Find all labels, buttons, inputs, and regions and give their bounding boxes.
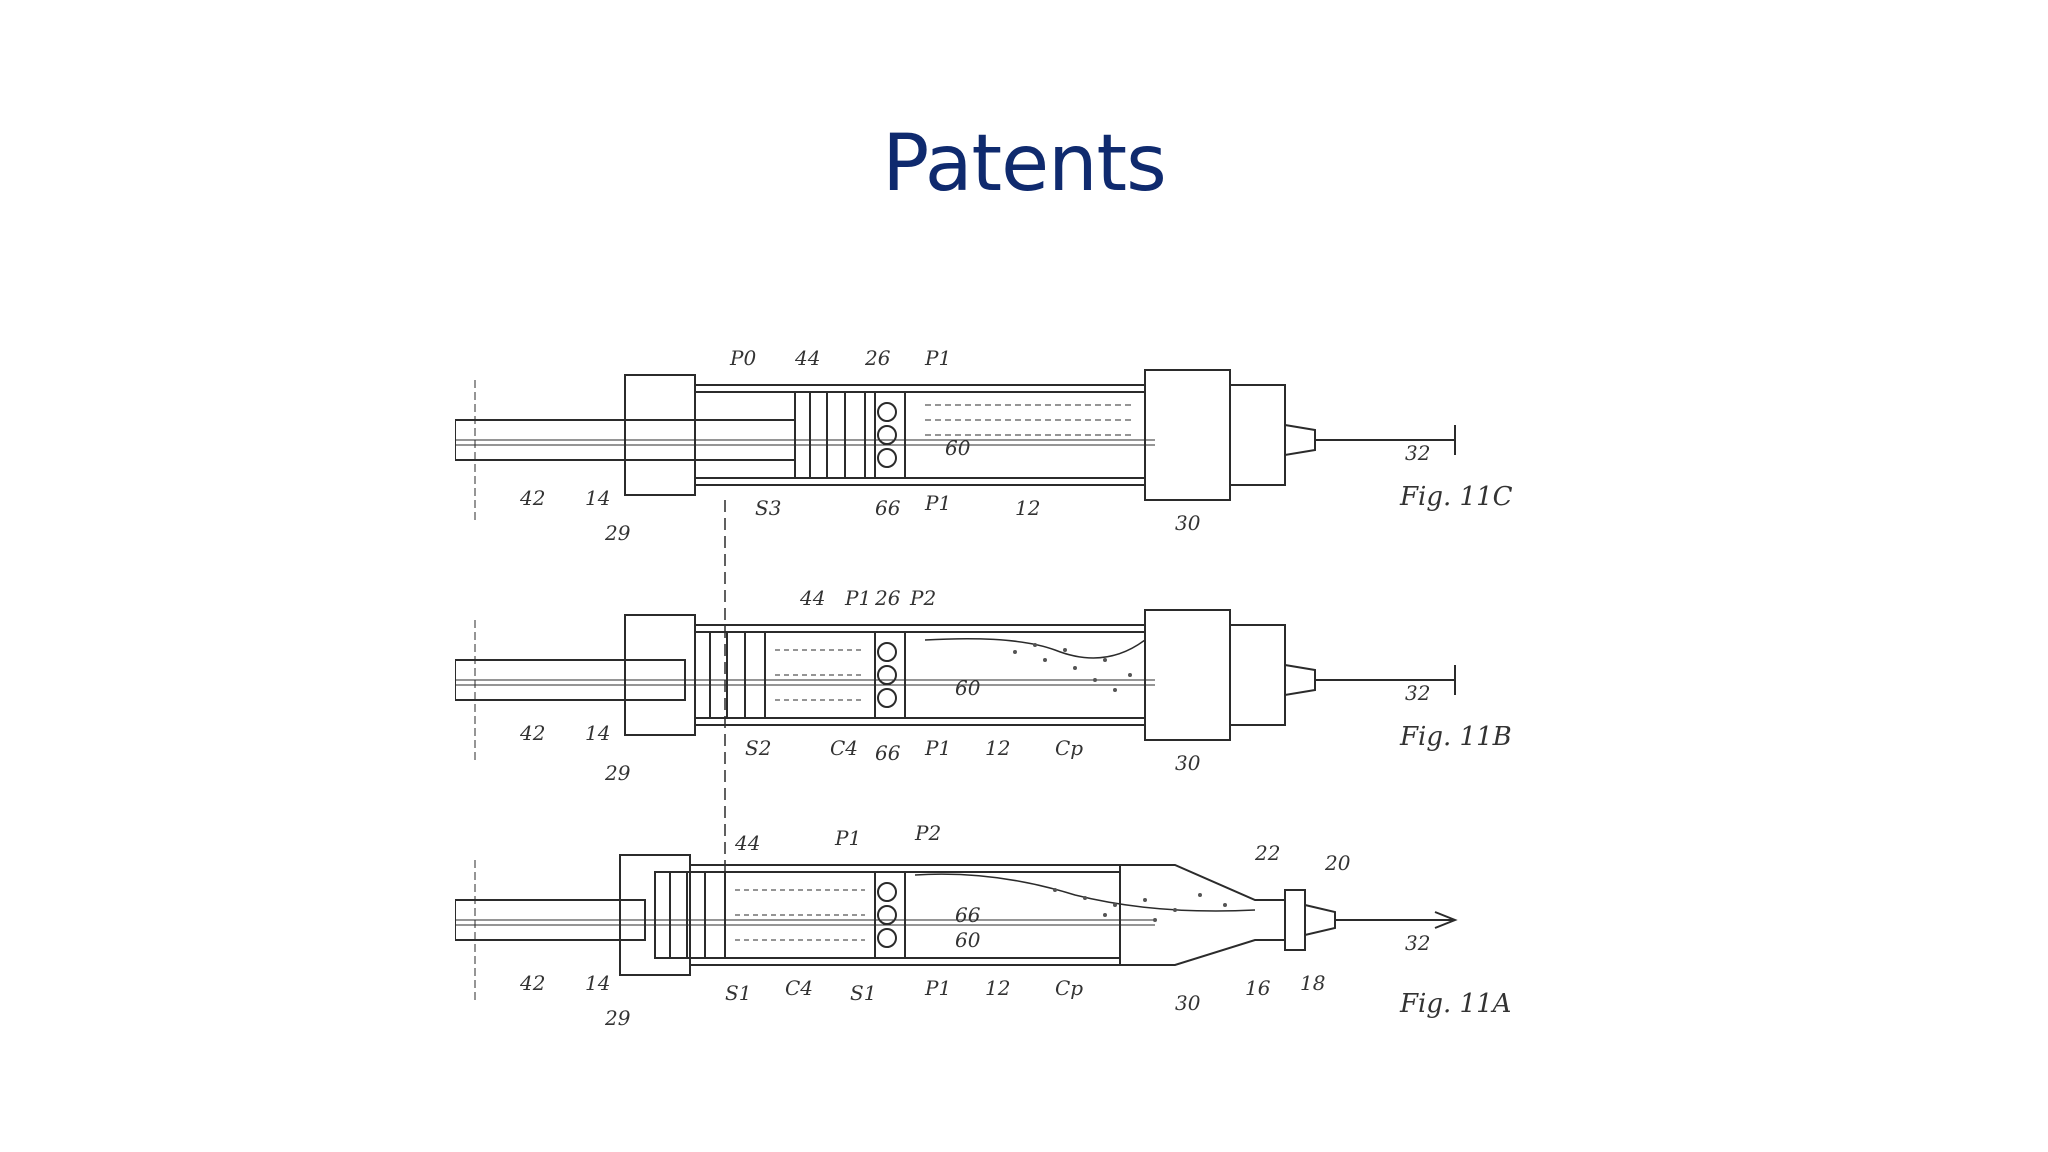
svg-text:Cp: Cp <box>1055 976 1083 1000</box>
drawing-fig-11b <box>455 609 1456 760</box>
svg-text:66: 66 <box>875 741 901 765</box>
svg-text:Cp: Cp <box>1055 736 1083 760</box>
svg-text:29: 29 <box>604 1006 631 1030</box>
svg-text:30: 30 <box>1175 991 1201 1015</box>
svg-text:44: 44 <box>794 346 820 370</box>
svg-text:60: 60 <box>945 436 971 460</box>
svg-text:26: 26 <box>874 586 901 610</box>
svg-text:C4: C4 <box>785 976 813 1000</box>
svg-text:32: 32 <box>1405 931 1430 955</box>
svg-text:32: 32 <box>1405 441 1430 465</box>
svg-text:44: 44 <box>734 831 760 855</box>
svg-text:S1: S1 <box>850 981 876 1005</box>
svg-text:P1: P1 <box>844 586 871 610</box>
svg-text:20: 20 <box>1324 851 1351 875</box>
svg-text:C4: C4 <box>830 736 858 760</box>
svg-text:S1: S1 <box>725 981 751 1005</box>
svg-text:P0: P0 <box>729 346 756 370</box>
svg-text:32: 32 <box>1405 681 1430 705</box>
svg-text:18: 18 <box>1300 971 1325 995</box>
svg-text:S2: S2 <box>745 736 771 760</box>
svg-text:12: 12 <box>985 736 1010 760</box>
svg-text:S3: S3 <box>755 496 781 520</box>
svg-text:16: 16 <box>1245 976 1271 1000</box>
svg-text:60: 60 <box>955 676 981 700</box>
svg-text:42: 42 <box>519 486 545 510</box>
svg-text:P2: P2 <box>909 586 936 610</box>
svg-text:22: 22 <box>1254 841 1280 865</box>
patent-drawing-svg: P0 44 26 P1 60 66 P1 S3 12 30 32 42 14 2… <box>455 346 1513 1030</box>
svg-text:P1: P1 <box>924 346 951 370</box>
svg-text:Fig. 11C: Fig. 11C <box>1399 482 1513 512</box>
svg-text:44: 44 <box>799 586 825 610</box>
svg-text:P1: P1 <box>924 736 951 760</box>
svg-text:14: 14 <box>585 486 610 510</box>
svg-text:29: 29 <box>604 761 631 785</box>
svg-text:P1: P1 <box>924 976 951 1000</box>
svg-text:30: 30 <box>1175 751 1201 775</box>
drawing-fig-11a <box>455 854 1458 1000</box>
svg-text:12: 12 <box>985 976 1010 1000</box>
patent-drawing: P0 44 26 P1 60 66 P1 S3 12 30 32 42 14 2… <box>455 340 1525 1040</box>
svg-text:Fig. 11A: Fig. 11A <box>1399 989 1511 1019</box>
svg-text:12: 12 <box>1015 496 1040 520</box>
svg-text:42: 42 <box>519 971 545 995</box>
svg-text:29: 29 <box>604 521 631 545</box>
svg-text:30: 30 <box>1175 511 1201 535</box>
svg-text:66: 66 <box>955 903 981 927</box>
svg-text:Fig. 11B: Fig. 11B <box>1399 722 1512 752</box>
svg-text:26: 26 <box>864 346 891 370</box>
svg-text:P1: P1 <box>924 491 951 515</box>
svg-text:P2: P2 <box>914 821 941 845</box>
svg-text:14: 14 <box>585 721 610 745</box>
slide-title: Patents <box>882 119 1167 209</box>
svg-text:66: 66 <box>875 496 901 520</box>
svg-text:60: 60 <box>955 928 981 952</box>
drawing-fig-11c <box>455 369 1456 520</box>
svg-text:P1: P1 <box>834 826 861 850</box>
svg-text:42: 42 <box>519 721 545 745</box>
svg-text:14: 14 <box>585 971 610 995</box>
